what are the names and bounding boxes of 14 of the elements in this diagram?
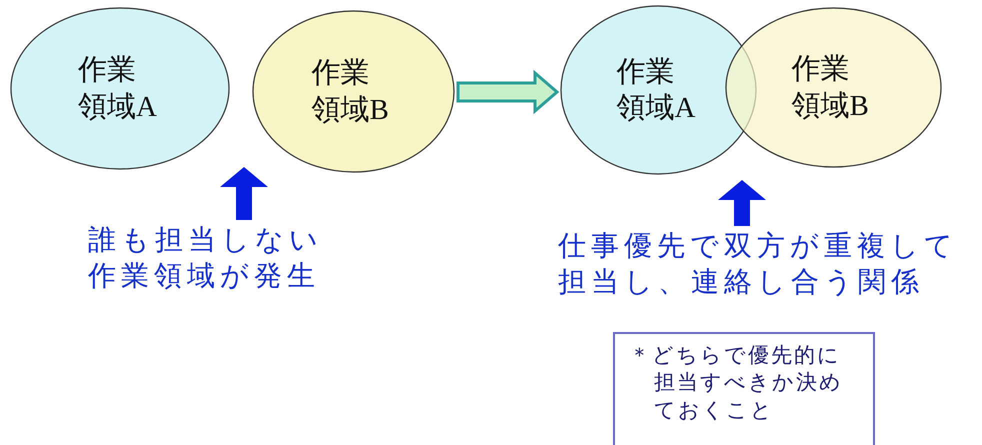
work-area-ellipse: [10, 7, 230, 170]
area-label: 作業領域A: [78, 53, 158, 124]
callout-text: 誰も担当しない作業領域が発生: [88, 222, 348, 295]
block-arrow: [456, 70, 560, 114]
arrow: [718, 180, 766, 226]
area-label: 作業領域B: [791, 52, 870, 124]
callout-text: 仕事優先で双方が重複して担当し、連絡し合う関係: [558, 228, 982, 301]
work-area-ellipse: [725, 7, 942, 168]
note-text: ＊どちらで優先的に担当すべきか決めておくこと: [629, 342, 844, 424]
note-box: [613, 332, 875, 445]
work-area-ellipse: [252, 10, 455, 173]
arrow: [220, 167, 268, 220]
area-label: 作業領域A: [616, 54, 696, 126]
area-label: 作業領域B: [311, 56, 390, 128]
